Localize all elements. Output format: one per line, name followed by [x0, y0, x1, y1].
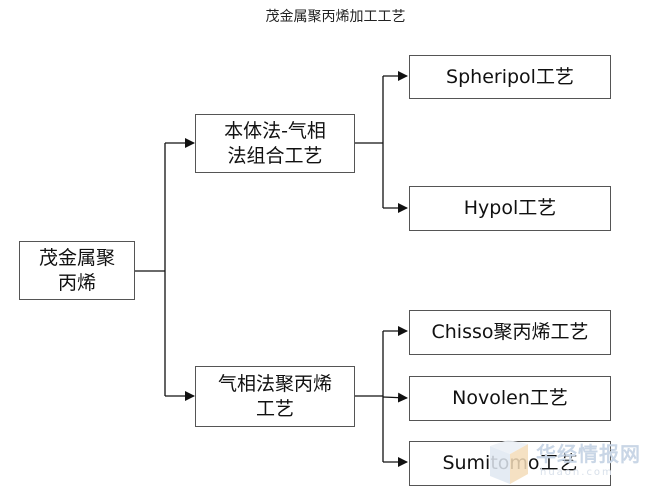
node-root: 茂金属聚 丙烯: [19, 241, 135, 300]
node-hypol: Hypol工艺: [409, 186, 611, 231]
node-chisso: Chisso聚丙烯工艺: [409, 310, 611, 355]
watermark: 华经情报网 huaon.com: [486, 438, 666, 490]
watermark-url: huaon.com: [540, 467, 614, 478]
node-spheripol: Spheripol工艺: [409, 55, 611, 99]
diagram-title: 茂金属聚丙烯加工工艺: [265, 9, 406, 25]
edge-bulk-gas-trunk: [355, 76, 384, 208]
edge-to-novolen: [382, 392, 408, 403]
edge-gas-phase-trunk: [355, 331, 384, 462]
watermark-logo-icon: [490, 440, 528, 484]
watermark-brand: 华经情报网: [536, 442, 641, 466]
node-novolen: Novolen工艺: [409, 376, 611, 421]
node-bulk-gas-combined: 本体法-气相 法组合工艺: [195, 114, 355, 173]
edge-root-trunk: [135, 143, 166, 396]
node-gas-phase: 气相法聚丙烯 工艺: [195, 366, 355, 427]
